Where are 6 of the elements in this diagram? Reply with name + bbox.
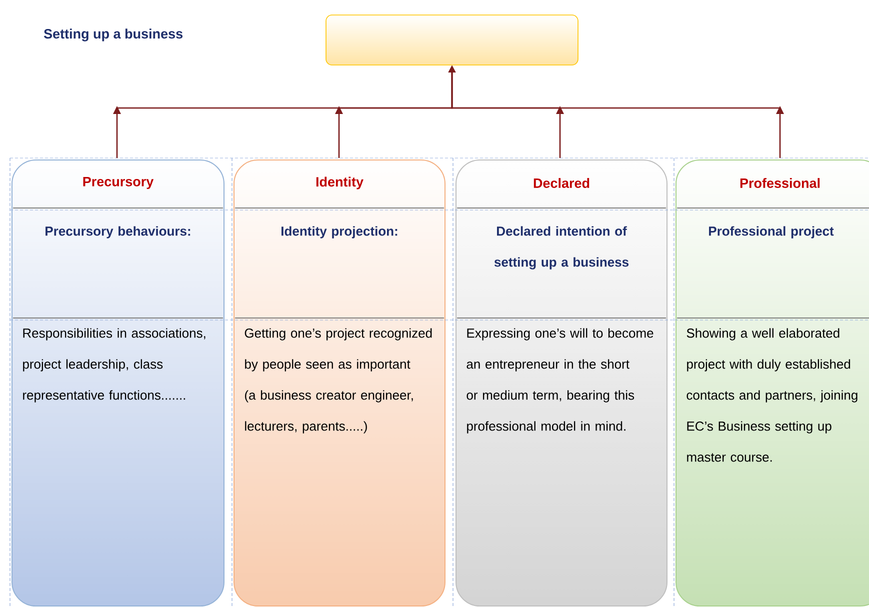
column-card: Precursory Precursory behaviours: Responsibilities in associations, project leadership, class representative functions....... bbox=[12, 160, 224, 606]
column-card: Professional Professional project Showing a well elaborated project with duly established contacts and partners, joining EC’s Business setting up master course. bbox=[676, 160, 869, 606]
column-card: Identity Identity projection: Getting one’s project recognized by people seen as important (a business creator engineer, lecturers, parents.....) bbox=[234, 160, 446, 606]
column-card: Declared Declared intention of setting up a business Expressing one’s will to become an entrepreneur in the short or medium term, bearing this professional model in mind. bbox=[456, 160, 668, 606]
empty-box bbox=[326, 14, 578, 66]
heading: Setting up a business bbox=[44, 28, 183, 42]
